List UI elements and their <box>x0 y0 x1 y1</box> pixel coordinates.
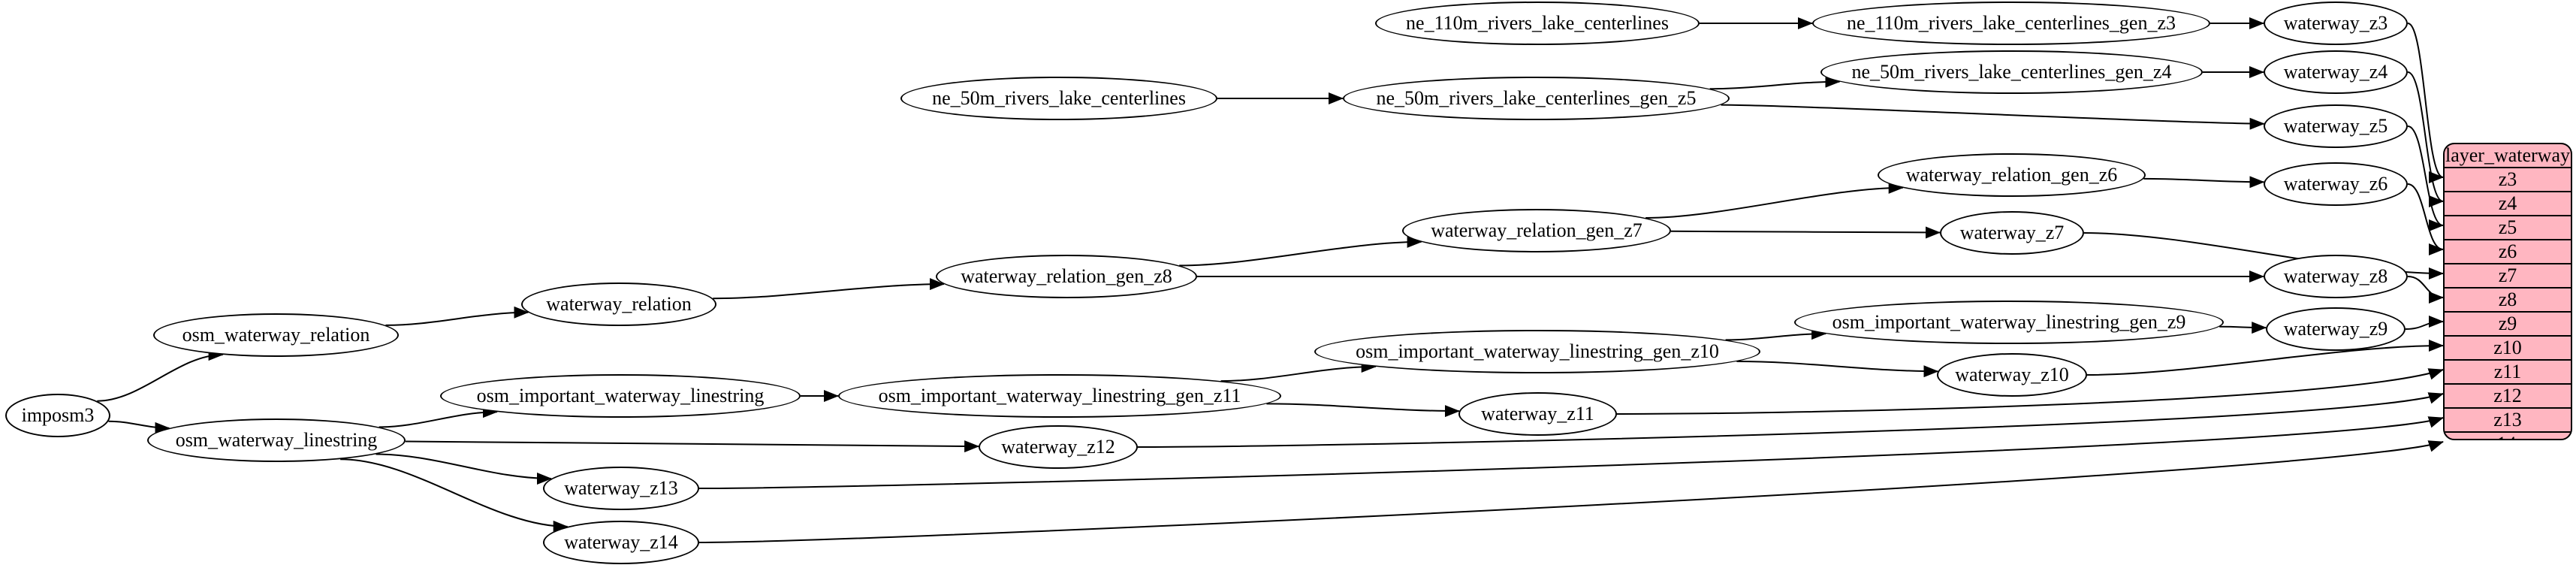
edge-waterway_z3-to-z3 <box>2407 23 2444 183</box>
node-osm-important-waterway-linestring-gen-z11: osm_important_waterway_linestring_gen_z1… <box>838 374 1281 418</box>
edge-imposm3-to-osm_waterway_relation <box>97 349 224 402</box>
table-row-z6: z6 <box>2445 239 2571 263</box>
node-waterway-z13: waterway_z13 <box>543 467 699 510</box>
edge-osm_waterway_linestring-to-osm_important_waterway_linestring <box>379 406 498 428</box>
table-row-z12: z12 <box>2445 383 2571 407</box>
node-waterway-z11: waterway_z11 <box>1458 392 1617 436</box>
table-row-z8: z8 <box>2445 287 2571 311</box>
edge-imposm3-to-osm_waterway_linestring <box>108 420 170 434</box>
edge-waterway_z4-to-z4 <box>2407 71 2444 207</box>
edge-osm_waterway_linestring-to-waterway_z12 <box>405 440 980 453</box>
edge-waterway_z9-to-z9 <box>2405 316 2444 330</box>
node-waterway-relation-gen-z8: waterway_relation_gen_z8 <box>936 255 1197 298</box>
edge-osm_important_waterway_linestring_gen_z9-to-waterway_z9 <box>2219 322 2267 334</box>
edge-waterway_z11-to-z11 <box>1616 368 2444 415</box>
edge-osm_important_waterway_linestring_gen_z11-to-waterway_z11 <box>1266 403 1460 418</box>
node-waterway-z3: waterway_z3 <box>2264 2 2408 45</box>
edge-ne_50m_rivers_lake_centerlines_gen_z5-to-ne_50m_rivers_lake_centerlines_gen_z4 <box>1709 75 1841 90</box>
edge-waterway_z14-to-z14+ <box>698 440 2444 543</box>
edge-osm_waterway_linestring-to-waterway_z14 <box>340 458 569 533</box>
table-row-z10: z10 <box>2445 335 2571 359</box>
table-row-z11: z11 <box>2445 359 2571 383</box>
node-ne-50m-rivers-lake-centerlines-gen-z4: ne_50m_rivers_lake_centerlines_gen_z4 <box>1820 50 2203 94</box>
node-osm-important-waterway-linestring-gen-z9: osm_important_waterway_linestring_gen_z9 <box>1794 301 2224 344</box>
edge-waterway_relation-to-waterway_relation_gen_z8 <box>713 278 945 300</box>
node-waterway-z14: waterway_z14 <box>543 521 699 564</box>
edge-osm_waterway_relation-to-waterway_relation <box>385 306 529 326</box>
edge-waterway_relation_gen_z8-to-waterway_relation_gen_z7 <box>1179 235 1422 267</box>
node-ne-110m-rivers-lake-centerlines: ne_110m_rivers_lake_centerlines <box>1375 2 1700 45</box>
node-waterway-z8: waterway_z8 <box>2264 255 2408 298</box>
edge-waterway_relation_gen_z7-to-waterway_z7 <box>1670 226 1941 239</box>
table-row-z9: z9 <box>2445 311 2571 335</box>
node-ne-50m-rivers-lake-centerlines-gen-z5: ne_50m_rivers_lake_centerlines_gen_z5 <box>1343 77 1730 120</box>
edge-osm_waterway_linestring-to-waterway_z13 <box>376 453 552 485</box>
table-row-z3: z3 <box>2445 167 2571 191</box>
node-imposm3: imposm3 <box>5 394 110 437</box>
edge-waterway_z10-to-z10 <box>2086 340 2444 376</box>
node-ne-50m-rivers-lake-centerlines: ne_50m_rivers_lake_centerlines <box>900 77 1217 120</box>
edge-waterway_z6-to-z6 <box>2407 183 2444 255</box>
edge-waterway_z8-to-z8 <box>2407 276 2444 304</box>
edge-waterway_z13-to-z13 <box>698 416 2444 489</box>
node-waterway-z12: waterway_z12 <box>979 425 1138 469</box>
node-waterway-z10: waterway_z10 <box>1937 353 2087 397</box>
node-osm-important-waterway-linestring-gen-z10: osm_important_waterway_linestring_gen_z1… <box>1314 330 1760 373</box>
table-row-z13: z13 <box>2445 407 2571 431</box>
edge-osm_important_waterway_linestring_gen_z10-to-waterway_z10 <box>1736 361 1939 378</box>
node-osm-waterway-linestring: osm_waterway_linestring <box>147 418 406 462</box>
edge-ne_50m_rivers_lake_centerlines_gen_z5-to-waterway_z5 <box>1721 104 2265 130</box>
node-osm-important-waterway-linestring: osm_important_waterway_linestring <box>440 374 801 418</box>
edge-waterway_z12-to-z12 <box>1137 392 2444 448</box>
edge-waterway_z5-to-z5 <box>2407 125 2444 231</box>
node-waterway-relation: waterway_relation <box>521 282 716 326</box>
node-waterway-z5: waterway_z5 <box>2264 104 2408 148</box>
node-waterway-z7: waterway_z7 <box>1940 211 2084 255</box>
edge-waterway_relation_gen_z7-to-waterway_relation_gen_z6 <box>1645 181 1904 219</box>
node-osm-waterway-relation: osm_waterway_relation <box>153 313 399 357</box>
node-waterway-z4: waterway_z4 <box>2264 50 2408 94</box>
edge-osm_important_waterway_linestring_gen_z10-to-osm_important_waterway_linestring_gen_z9 <box>1725 328 1827 341</box>
node-ne-110m-rivers-lake-centerlines-gen-z3: ne_110m_rivers_lake_centerlines_gen_z3 <box>1812 2 2210 45</box>
table-row-z4: z4 <box>2445 191 2571 215</box>
node-waterway-z9: waterway_z9 <box>2266 307 2406 351</box>
layer-waterway-table: layer_waterway z3 z4 z5 z6 z7 z8 z9 z10 … <box>2443 143 2572 440</box>
edge-waterway_relation_gen_z6-to-waterway_z6 <box>2143 176 2265 189</box>
node-waterway-relation-gen-z7: waterway_relation_gen_z7 <box>1402 209 1671 252</box>
table-row-z5: z5 <box>2445 215 2571 239</box>
table-row-z7: z7 <box>2445 263 2571 287</box>
node-waterway-z6: waterway_z6 <box>2264 162 2408 206</box>
node-waterway-relation-gen-z6: waterway_relation_gen_z6 <box>1878 153 2146 197</box>
table-row-z14plus: z14+ <box>2445 431 2571 439</box>
edge-osm_important_waterway_linestring_gen_z11-to-osm_important_waterway_linestring_gen_z10 <box>1220 361 1377 382</box>
table-title: layer_waterway <box>2445 144 2571 166</box>
